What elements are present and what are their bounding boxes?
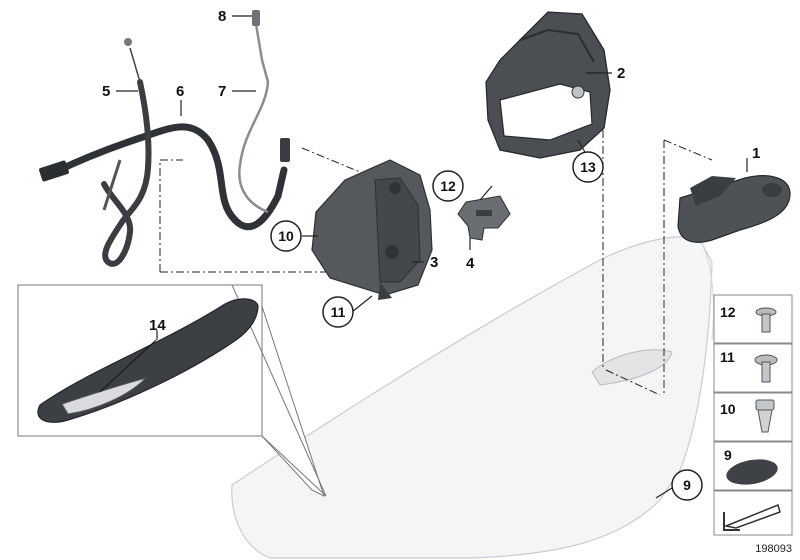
legend-footer [713,490,793,536]
callout-circle-11: 11 [322,296,354,328]
label-part-9: 9 [683,477,691,493]
label-part-7: 7 [218,83,226,100]
legend-number-12: 12 [720,304,736,320]
label-part-11: 11 [331,304,346,320]
legend-item-9: 9 [713,441,793,491]
inset-box [17,284,327,497]
callout-circle-13: 13 [572,151,604,183]
bracket-part-4 [457,195,511,241]
label-part-12: 12 [440,178,456,194]
label-part-14: 14 [149,317,166,334]
legend-item-12: 12 [713,294,793,344]
arrow-direction-icon [723,503,781,531]
callout-circle-9: 9 [671,469,703,501]
rod-part-7 [238,10,270,214]
label-part-1: 1 [752,145,760,162]
callout-circle-12: 12 [432,170,464,202]
interior-handle-part-14 [37,298,259,423]
label-part-2: 2 [617,65,625,82]
legend-number-9: 9 [724,447,732,463]
screw-icon [755,307,777,333]
legend-number-10: 10 [720,401,736,417]
legend-item-11: 11 [713,343,793,393]
reference-number: 198093 [755,543,792,555]
callout-circle-10: 10 [270,220,302,252]
label-part-8: 8 [218,8,226,25]
clip-icon [755,399,775,433]
torx-screw-icon [754,354,778,383]
cable-part-6 [39,123,290,231]
label-part-4: 4 [466,255,475,272]
cable-part-5 [101,38,152,267]
label-part-3: 3 [430,254,438,271]
label-part-5: 5 [102,83,110,100]
callout-leaders [116,15,748,499]
door-handle-part-1 [677,175,791,243]
cap-icon [726,459,778,485]
label-part-6: 6 [176,83,184,100]
label-part-13: 13 [580,159,596,175]
label-part-10: 10 [278,228,294,244]
carrier-part-2 [485,11,611,159]
door-lock-part-3 [311,159,433,300]
legend-item-10: 10 [713,392,793,442]
part-labels: 1 2 3 4 5 6 7 8 14 9 10 11 12 13 [102,8,760,501]
legend-number-11: 11 [720,349,735,365]
door-panel [231,236,714,559]
legend-panel: 12 11 10 9 [713,294,793,536]
